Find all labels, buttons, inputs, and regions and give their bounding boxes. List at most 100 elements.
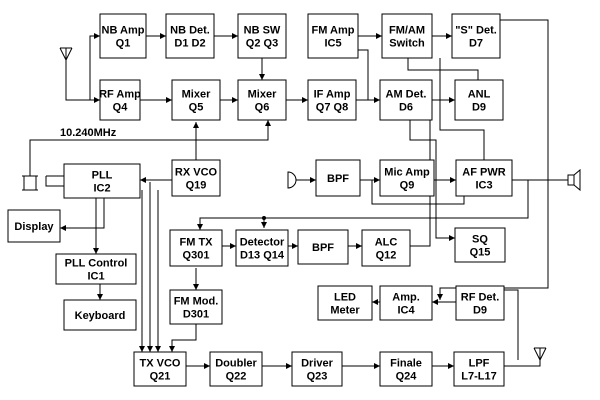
block-frame (453, 351, 505, 387)
arrow (446, 33, 452, 39)
block-title: Display (14, 221, 54, 233)
arrow (265, 120, 271, 126)
block-frame (297, 229, 349, 265)
block-title: AM Det. (386, 89, 427, 101)
antenna-tx-icon (533, 347, 547, 366)
block-title: LPF (469, 358, 490, 370)
arrow (232, 33, 238, 39)
crystal-frequency-label: 10.240MHz (60, 127, 117, 139)
junction-dot (262, 216, 266, 220)
arrow (449, 235, 455, 241)
arrow (374, 177, 380, 183)
arrow (139, 346, 145, 352)
block-amp-ic4: Amp.IC4 (379, 285, 433, 321)
block-title: NB Det. (170, 25, 210, 37)
wire-pll-display (60, 198, 105, 229)
block-frame (55, 253, 137, 285)
block-title: SQ (472, 234, 488, 246)
block-part-number: D13 Q14 (240, 250, 285, 262)
arrow (93, 248, 99, 254)
arrow (147, 346, 153, 352)
block-title: RF Det. (461, 292, 500, 304)
arrow (356, 243, 362, 249)
block-part-number: L7-L17 (461, 371, 496, 383)
block-title: Finale (390, 358, 422, 370)
arrow (259, 74, 265, 80)
block-frame (7, 209, 61, 243)
block-title: RF Amp (99, 89, 141, 101)
block-title: NB SW (244, 25, 281, 37)
block-part-number: IC4 (397, 305, 415, 317)
arrow (448, 363, 454, 369)
arrow (432, 299, 438, 305)
microphone-icon (287, 171, 297, 189)
block-frame (171, 79, 221, 121)
arrow (169, 346, 175, 352)
arrow (193, 284, 199, 290)
block-title: Doubler (215, 358, 257, 370)
arrow (261, 222, 267, 228)
block-nb-det: NB Det.D1 D2 (165, 13, 215, 59)
arrow (155, 346, 161, 352)
arrow (376, 33, 382, 39)
arrow (374, 363, 380, 369)
block-part-number: D301 (183, 309, 209, 321)
arrow (450, 177, 456, 183)
arrow (60, 225, 66, 231)
block-fm-mod: FM Mod.D301 (169, 289, 223, 325)
block-frame (237, 13, 287, 59)
wire-sdet-meter (439, 19, 549, 300)
block-part-number: Q1 (116, 38, 131, 50)
block-title: BPF (312, 242, 334, 254)
block-title: Keyboard (75, 310, 126, 322)
block-frame (361, 229, 411, 267)
block-title: NB Amp (102, 25, 145, 37)
block-title: "S" Det. (455, 25, 497, 37)
block-part-number: IC3 (475, 180, 492, 192)
block-part-number: Q9 (400, 180, 415, 192)
block-part-number: Q6 (255, 102, 270, 114)
block-frame (379, 79, 433, 121)
block-title: Mic Amp (384, 167, 430, 179)
block-part-number: IC2 (93, 183, 110, 195)
arrow (166, 97, 172, 103)
arrow (292, 243, 298, 249)
arrow (160, 33, 166, 39)
block-keyboard: Keyboard (63, 299, 137, 331)
block-title: Amp. (392, 292, 420, 304)
block-frame (379, 159, 435, 197)
arrowheads (60, 33, 456, 369)
block-part-number: Q301 (183, 250, 210, 262)
block-frame (99, 13, 147, 59)
wire-lpf-rfdet (504, 289, 519, 360)
block-title: Mixer (182, 89, 211, 101)
block-part-number: Q21 (150, 371, 171, 383)
block-frame (63, 163, 141, 199)
block-frame (171, 159, 221, 197)
wire-crystal-top (29, 120, 269, 176)
arrow (302, 97, 308, 103)
block-title: Detector (240, 237, 285, 249)
arrow (230, 243, 236, 249)
arrow (94, 97, 100, 103)
block-frame (455, 159, 513, 197)
block-frame (63, 299, 137, 331)
block-title: FM TX (180, 237, 214, 249)
block-title: LED (334, 292, 356, 304)
block-display: Display (7, 209, 61, 243)
wire-amdet-sq (409, 120, 455, 239)
arrow (310, 177, 316, 183)
block-part-number: Q22 (226, 371, 247, 383)
